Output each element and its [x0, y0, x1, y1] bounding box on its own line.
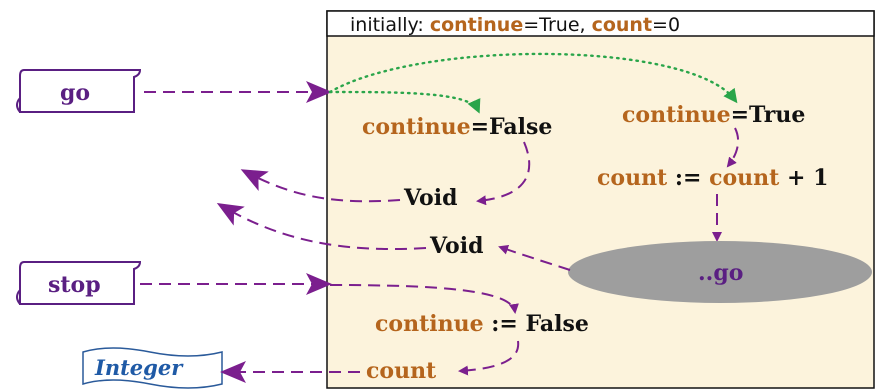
- go-message[interactable]: go: [16, 69, 142, 113]
- stop-scroll-curl: [16, 289, 21, 305]
- false-to-void-arrow: [476, 141, 531, 206]
- integer-flag-shape: [82, 347, 223, 389]
- count-increment-label: count := count + 1: [597, 165, 828, 191]
- void-1-return-arrow: [240, 169, 401, 203]
- initial-state-label: initially: continue=True, count=0: [350, 14, 680, 36]
- object-header: [326, 10, 875, 37]
- stop-label: stop: [48, 272, 101, 298]
- object-box: [326, 10, 875, 389]
- stop-scroll-shape: [19, 261, 142, 305]
- void-result-2: Void: [429, 233, 483, 259]
- continue-false-label: continue=False: [362, 114, 552, 140]
- true-to-count-arrow: [726, 127, 739, 168]
- go-scroll-shape: [19, 69, 142, 113]
- condition-arrow-false: [328, 90, 481, 114]
- void-2-return-arrow: [216, 202, 427, 251]
- go-label: go: [60, 80, 90, 106]
- continue-assign-false-label: continue := False: [375, 311, 589, 337]
- continue-to-count-arrow: [458, 340, 520, 376]
- count-result-label: count: [366, 358, 437, 384]
- integer-result: Integer: [82, 347, 223, 389]
- stop-to-continue-arrow: [329, 284, 519, 314]
- integer-label: Integer: [94, 355, 184, 380]
- go-scroll-curl: [16, 97, 21, 113]
- stop-message[interactable]: stop: [16, 261, 142, 305]
- continue-true-label: continue=True: [622, 102, 805, 128]
- void-result-1: Void: [403, 185, 457, 211]
- recursive-go-label: ..go: [698, 260, 743, 286]
- recursive-go-ellipse: [568, 241, 872, 303]
- go-to-void-arrow: [498, 244, 571, 271]
- condition-arrow-true: [328, 52, 738, 104]
